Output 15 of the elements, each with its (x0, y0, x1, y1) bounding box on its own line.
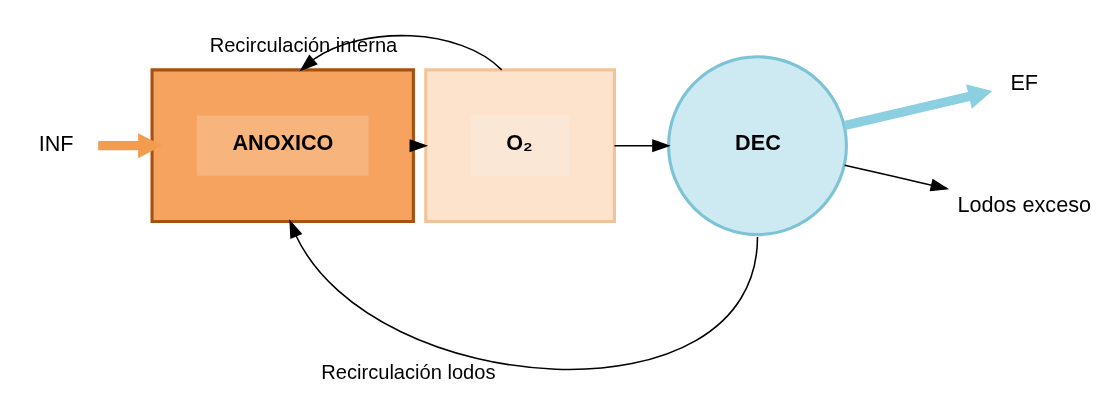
edge-label: Recirculación interna (209, 33, 398, 56)
node-text: EF (1010, 69, 1039, 95)
arrow (843, 164, 950, 191)
node-circle: DEC (667, 54, 848, 236)
edge-label: Recirculación lodos (321, 360, 496, 383)
cluster (150, 67, 415, 223)
node-box: ANOXICO (196, 115, 369, 176)
arrow (299, 34, 503, 71)
arrow (613, 138, 671, 152)
cluster (424, 67, 616, 223)
arrow (289, 218, 759, 370)
arrow (98, 132, 163, 158)
node-text: Lodos exceso (957, 191, 1092, 217)
arrow (843, 83, 993, 130)
node-text: INF (38, 130, 74, 156)
